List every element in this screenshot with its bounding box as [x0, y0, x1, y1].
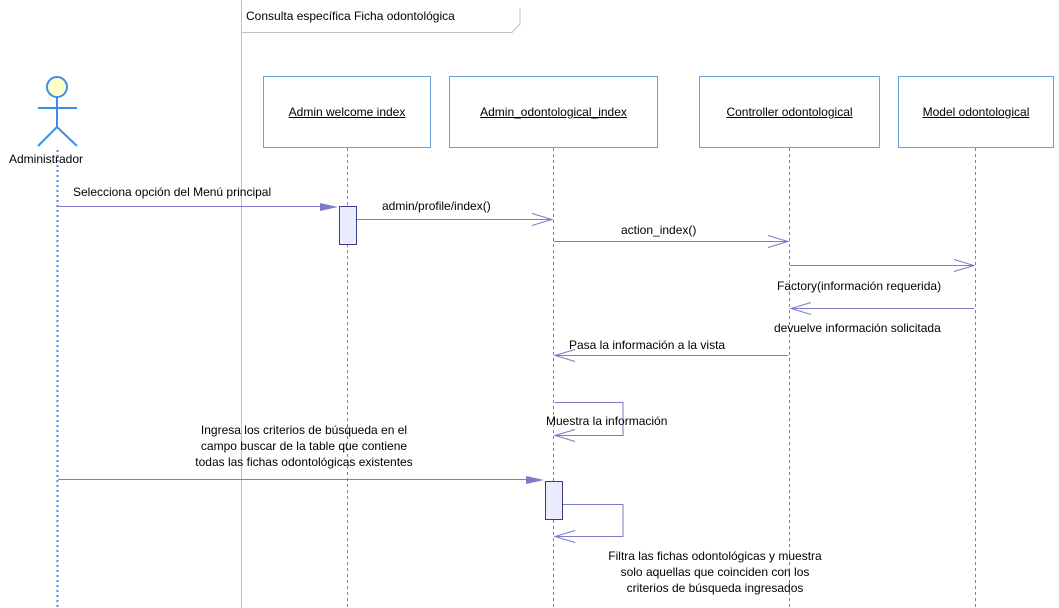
- message-9-label-line-3: todas las fichas odontológicas existente…: [195, 455, 413, 469]
- message-10-label: Filtra las fichas odontológicas y muestr…: [565, 548, 865, 596]
- message-7-label: Pasa la información a la vista: [569, 338, 726, 352]
- activation-admin-welcome: [339, 206, 357, 245]
- lifeline-label-admin-welcome: Admin welcome index: [288, 105, 406, 119]
- message-2-label: admin/profile/index(): [382, 199, 491, 213]
- lifeline-box-admin-odontological[interactable]: Admin_odontological_index: [449, 76, 658, 148]
- actor-label: Administrador: [9, 152, 84, 166]
- message-3-label: action_index(): [621, 223, 697, 237]
- frame-title: Consulta específica Ficha odontológica: [246, 9, 455, 23]
- lifeline-box-controller[interactable]: Controller odontological: [699, 76, 880, 148]
- message-9-label-line-2: campo buscar de la table que contiene: [200, 439, 408, 453]
- message-8-loop: [555, 402, 624, 436]
- message-1-arrowhead: [320, 203, 338, 211]
- message-5-arrowhead: [789, 302, 812, 315]
- message-4-arrowhead: [953, 259, 976, 272]
- message-7-arrowhead: [553, 349, 576, 362]
- actor-head: [46, 76, 68, 98]
- lifeline-box-model[interactable]: Model odontological: [898, 76, 1054, 148]
- actor-right-leg: [56, 126, 78, 147]
- message-5-label: Factory(información requerida): [777, 279, 942, 293]
- message-1-label: Selecciona opción del Menú principal: [73, 185, 272, 199]
- message-6-label: devuelve información solicitada: [774, 321, 941, 335]
- message-10-arrowhead: [553, 530, 576, 543]
- message-9-label: Ingresa los criterios de búsqueda en el …: [154, 422, 454, 470]
- message-10-loop: [555, 504, 624, 537]
- message-8-label: Muestra la información: [546, 414, 668, 428]
- message-10-label-line-1: Filtra las fichas odontológicas y muestr…: [608, 549, 822, 563]
- frame-tab-border: [241, 8, 521, 33]
- lifeline-label-model: Model odontological: [922, 105, 1030, 119]
- lifeline-label-admin-odontological: Admin_odontological_index: [480, 105, 627, 119]
- actor-figure: [37, 76, 78, 147]
- message-8-arrowhead: [553, 429, 576, 442]
- message-10-label-line-3: criterios de búsqueda ingresados: [626, 581, 804, 595]
- activation-admin-odontological: [545, 481, 563, 520]
- message-9-label-line-1: Ingresa los criterios de búsqueda en el: [200, 423, 408, 437]
- actor-left-leg: [37, 126, 58, 147]
- lifeline-box-admin-welcome[interactable]: Admin welcome index: [263, 76, 431, 148]
- lifeline-label-controller: Controller odontological: [726, 105, 853, 119]
- message-2-arrowhead: [531, 213, 554, 226]
- message-9-arrowhead: [526, 476, 544, 484]
- frame: [241, 0, 521, 608]
- message-10-label-line-2: solo aquellas que coinciden con los: [620, 565, 810, 579]
- message-3-arrowhead: [767, 235, 790, 248]
